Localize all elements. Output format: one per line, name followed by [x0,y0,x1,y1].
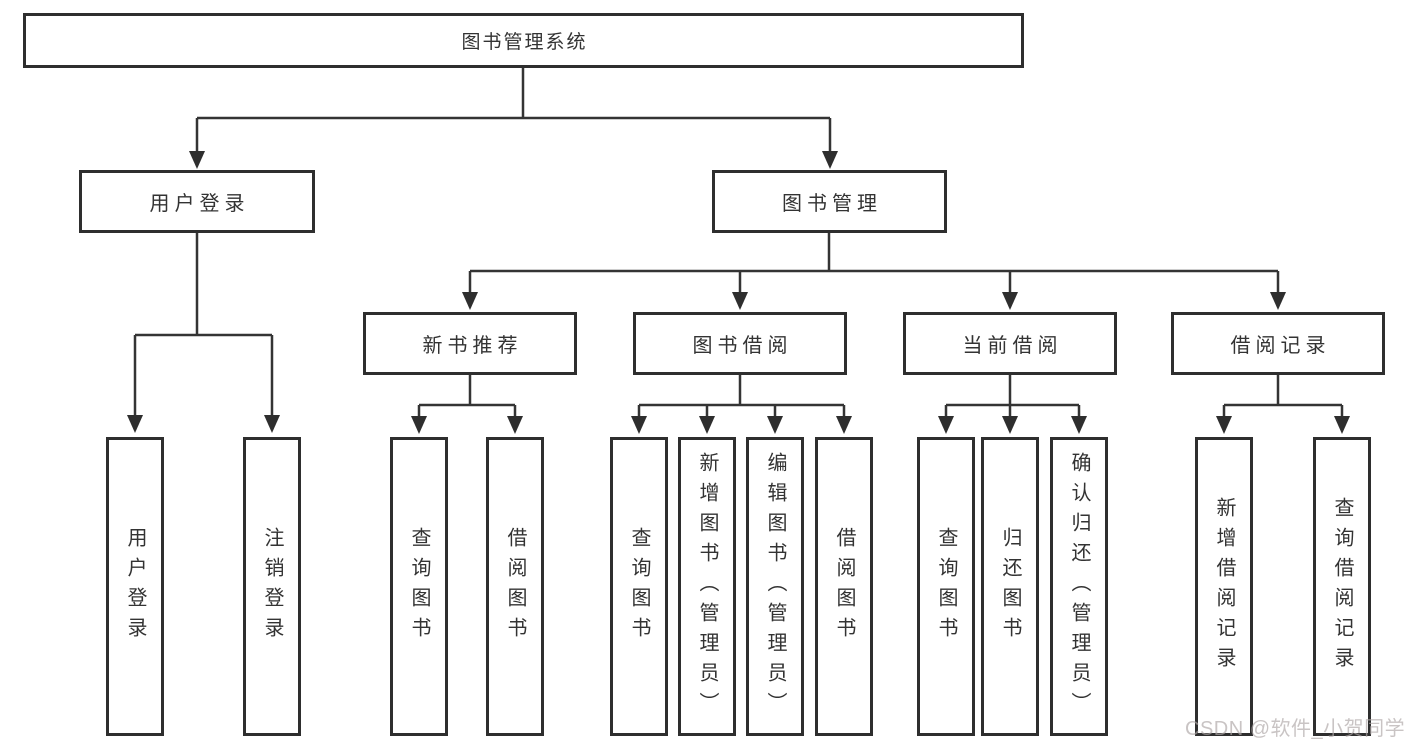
node-user-login-label: 用户登录 [149,193,250,215]
node-borrow-records: 借阅记录 [1171,312,1385,375]
node-book-management-label: 图书管理 [782,193,882,215]
leaf-borrow-books: 借阅图书 [815,437,873,736]
arrowhead-icons [127,151,1350,434]
leaf-edit-books-admin-label: 编辑图书（管理员） [764,451,786,722]
leaf-logout-label: 注销登录 [261,526,283,647]
leaf-edit-books-admin: 编辑图书（管理员） [746,437,804,736]
node-root-label: 图书管理系统 [461,32,588,53]
connector-paths [133,68,1344,416]
leaf-rec-borrow-books-label: 借阅图书 [504,526,526,647]
leaf-borrow-books-label: 借阅图书 [833,526,855,647]
leaf-borrow-query-books-label: 查询图书 [628,526,650,647]
leaf-confirm-return-admin: 确认归还（管理员） [1050,437,1108,736]
node-current-borrow-label: 当前借阅 [962,335,1063,357]
leaf-user-login-label: 用户登录 [124,526,146,647]
leaf-add-borrow-record-label: 新增借阅记录 [1213,496,1235,677]
node-book-management: 图书管理 [712,170,947,233]
leaf-query-borrow-record: 查询借阅记录 [1313,437,1371,736]
node-new-book-recommend: 新书推荐 [363,312,577,375]
leaf-user-login: 用户登录 [106,437,164,736]
node-book-borrow-label: 图书借阅 [692,335,793,357]
node-root: 图书管理系统 [23,13,1024,68]
leaf-add-books-admin-label: 新增图书（管理员） [696,451,718,722]
leaf-add-books-admin: 新增图书（管理员） [678,437,736,736]
node-book-borrow: 图书借阅 [633,312,847,375]
leaf-return-books: 归还图书 [981,437,1039,736]
leaf-confirm-return-admin-label: 确认归还（管理员） [1068,451,1090,722]
leaf-current-query-books-label: 查询图书 [935,526,957,647]
leaf-return-books-label: 归还图书 [999,526,1021,647]
leaf-current-query-books: 查询图书 [917,437,975,736]
leaf-rec-query-books-label: 查询图书 [408,526,430,647]
node-user-login: 用户登录 [79,170,315,233]
leaf-rec-borrow-books: 借阅图书 [486,437,544,736]
leaf-add-borrow-record: 新增借阅记录 [1195,437,1253,736]
node-new-book-recommend-label: 新书推荐 [422,335,523,357]
leaf-logout: 注销登录 [243,437,301,736]
leaf-rec-query-books: 查询图书 [390,437,448,736]
node-current-borrow: 当前借阅 [903,312,1117,375]
leaf-query-borrow-record-label: 查询借阅记录 [1331,496,1353,677]
node-borrow-records-label: 借阅记录 [1230,335,1331,357]
leaf-borrow-query-books: 查询图书 [610,437,668,736]
